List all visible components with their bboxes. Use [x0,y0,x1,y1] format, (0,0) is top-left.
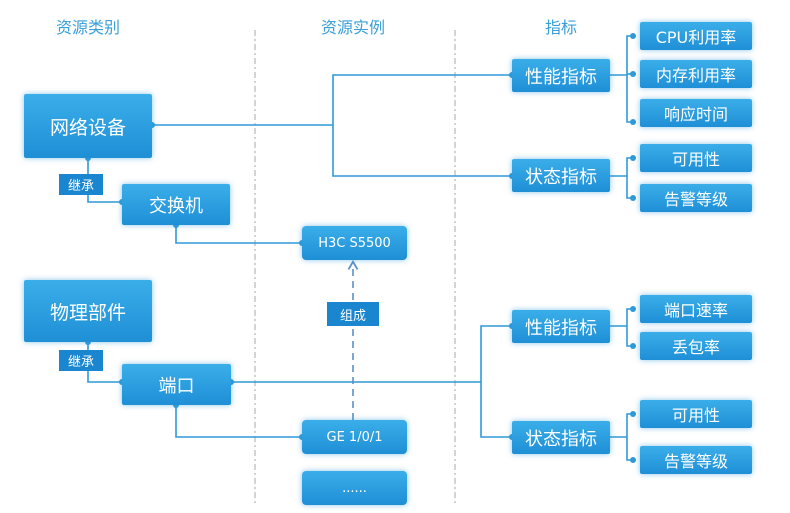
category-network-device: 网络设备 [24,94,152,158]
subtype-port: 端口 [122,364,231,405]
instance-more: ...... [302,471,407,505]
port-instance-line [175,405,302,438]
metric-availability: 可用性 [640,144,752,172]
metric-packet-loss: 丢包率 [640,332,752,360]
switch-instance-line [175,225,302,244]
instance-ge-1-0-1: GE 1/0/1 [302,420,407,454]
instance-h3c-s5500: H3C S5500 [302,226,407,260]
network-inherit-line [87,158,122,203]
network-state-branch [626,157,633,199]
metric-availability-physical: 可用性 [640,400,752,428]
network-state-metric: 状态指标 [512,159,610,192]
inherit-tag-network: 继承 [59,174,103,195]
compose-tag: 组成 [327,302,379,326]
physical-state-branch [626,413,633,461]
network-perf-metric: 性能指标 [512,59,610,92]
network-perf-branch [626,35,633,123]
metric-response-time: 响应时间 [640,99,752,127]
physical-perf-branch [626,308,633,347]
physical-state-metric: 状态指标 [512,421,610,454]
metric-memory-usage: 内存利用率 [640,60,752,88]
header-instance: 资源实例 [320,18,385,37]
metric-alarm-level: 告警等级 [640,184,752,212]
category-physical-part: 物理部件 [24,280,152,342]
physical-metric-bracket [480,325,512,438]
subtype-switch: 交换机 [122,184,230,225]
inherit-tag-physical: 继承 [59,350,103,371]
header-metric: 指标 [544,18,577,37]
metric-port-rate: 端口速率 [640,295,752,323]
physical-perf-metric: 性能指标 [512,310,610,343]
metric-alarm-level-physical: 告警等级 [640,446,752,474]
metric-cpu-usage: CPU利用率 [640,22,752,50]
header-category: 资源类别 [55,18,120,37]
network-metric-bracket [332,74,512,177]
